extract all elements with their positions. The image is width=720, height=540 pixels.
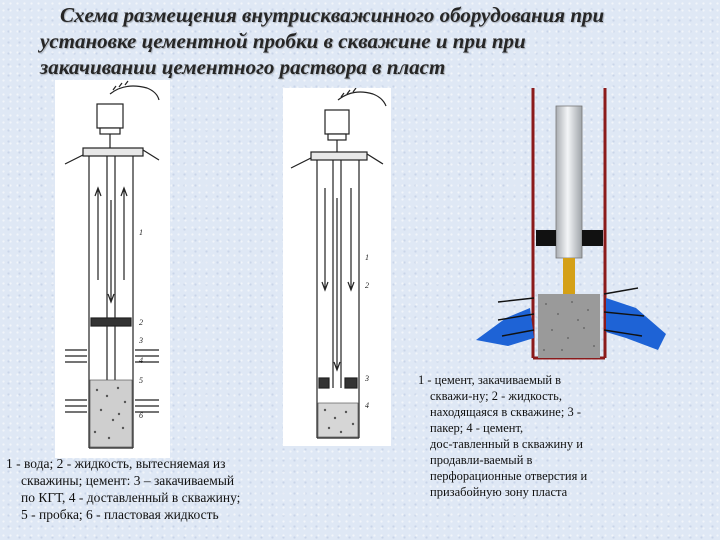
fig1-label-4: 4 bbox=[139, 356, 143, 365]
fig1-flow-arrow-up-right bbox=[120, 186, 128, 280]
caption-left-line-3: по КГТ, 4 - доставленный в скважину; bbox=[21, 490, 241, 505]
caption-right-line-4: пакер; 4 - цемент, bbox=[430, 421, 524, 435]
fig2-flow-arrow-down bbox=[333, 198, 341, 372]
fig2-label-4: 4 bbox=[365, 401, 369, 410]
caption-right-line-5: дос-тавленный в скважину и bbox=[430, 437, 583, 451]
fig3-perforation-left-2 bbox=[497, 313, 535, 321]
fig1-flow-arrow-down bbox=[107, 200, 115, 304]
figure-3-colored-well bbox=[468, 88, 678, 363]
fig3-perforation-left-3 bbox=[501, 329, 535, 337]
caption-right-line-2: скважи-ну; 2 - жидкость, bbox=[430, 389, 562, 403]
fig3-formation-fluid-left bbox=[476, 308, 534, 346]
fig1-label-5: 5 bbox=[139, 376, 143, 385]
fig2-flow-arrow-right bbox=[347, 188, 355, 292]
fig3-perforation-right-3 bbox=[603, 329, 643, 337]
fig3-perforation-right-2 bbox=[603, 311, 645, 317]
fig3-cement-plug bbox=[538, 294, 600, 358]
fig1-label-3: 3 bbox=[138, 336, 143, 345]
fig3-packer-left bbox=[536, 230, 556, 246]
caption-left-line-2: скважины; цемент: 3 – закачиваемый bbox=[21, 473, 235, 488]
caption-right-line-7: перфорационные отверстия и bbox=[430, 469, 588, 483]
fig2-wellhead-flange bbox=[310, 151, 368, 161]
fig1-plug bbox=[90, 317, 132, 327]
title-line-2: установке цементной пробки в скважине и … bbox=[40, 29, 526, 53]
fig1-head-base bbox=[99, 127, 121, 135]
fig1-flow-arrow-up-left bbox=[94, 186, 102, 280]
figure-2-drawing: 1 2 3 4 bbox=[290, 88, 387, 439]
fig1-label-6: 6 bbox=[139, 411, 143, 420]
caption-right-line-3: находящаяся в скважине; 3 - bbox=[430, 405, 581, 419]
fig2-packer-left bbox=[318, 377, 330, 389]
caption-right-line-1: 1 - цемент, закачиваемый в bbox=[418, 373, 562, 387]
fig2-flow-arrow-left bbox=[321, 188, 329, 292]
fig1-label-2: 2 bbox=[139, 318, 143, 327]
fig3-formation-fluid-right bbox=[606, 298, 666, 350]
fig1-cable-hatch bbox=[112, 80, 129, 91]
figure-1-well-cement-plug: 1 2 3 4 5 6 bbox=[55, 80, 170, 458]
fig1-label-1: 1 bbox=[139, 228, 143, 237]
caption-left: 1 - вода; 2 - жидкость, вытесняемая из с… bbox=[6, 455, 346, 523]
slide-title: Схема размещения внутрискважинного обору… bbox=[40, 2, 700, 80]
fig1-wellhead-flange bbox=[82, 147, 144, 157]
fig2-cement-zone bbox=[317, 402, 359, 438]
fig2-head-base bbox=[327, 133, 347, 141]
fig3-perforation-left-1 bbox=[497, 297, 535, 303]
fig3-injected-cement bbox=[563, 258, 575, 296]
fig2-packer-right bbox=[344, 377, 358, 389]
fig3-tubing bbox=[555, 105, 583, 259]
fig2-cable-hatch bbox=[340, 88, 357, 98]
fig2-injector-head bbox=[324, 109, 350, 135]
fig2-label-1: 1 bbox=[365, 253, 369, 262]
fig2-label-2: 2 bbox=[365, 281, 369, 290]
title-line-1: Схема размещения внутрискважинного обору… bbox=[60, 3, 605, 27]
caption-left-line-4: 5 - пробка; 6 - пластовая жидкость bbox=[21, 507, 219, 522]
figure-3-drawing bbox=[476, 88, 666, 360]
fig3-perforation-right-1 bbox=[603, 287, 639, 295]
caption-right-line-6: продавли-ваемый в bbox=[430, 453, 533, 467]
caption-right-line-8: призабойную зону пласта bbox=[430, 485, 568, 499]
figure-2-cement-injection: 1 2 3 4 bbox=[283, 88, 391, 446]
fig1-perforations-lower bbox=[65, 399, 159, 413]
title-line-3: закачивании цементного раствора в пласт bbox=[40, 55, 446, 79]
figure-1-drawing: 1 2 3 4 5 6 bbox=[64, 80, 160, 449]
caption-right: 1 - цемент, закачиваемый в скважи-ну; 2 … bbox=[418, 372, 708, 500]
fig3-packer-right bbox=[582, 230, 603, 246]
caption-left-line-1: 1 - вода; 2 - жидкость, вытесняемая из bbox=[6, 456, 226, 471]
fig2-label-3: 3 bbox=[364, 374, 369, 383]
fig1-surface-line bbox=[109, 85, 160, 101]
fig1-injector-head bbox=[96, 103, 124, 129]
fig1-perforations-upper bbox=[65, 349, 159, 363]
fig2-surface-line bbox=[337, 91, 387, 107]
